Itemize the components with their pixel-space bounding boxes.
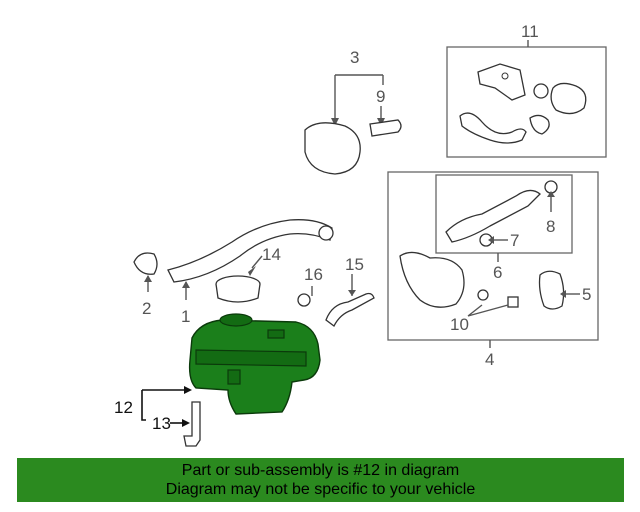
part-3-leader [334, 74, 384, 120]
part-11-group: 11 [446, 22, 607, 158]
part-2-arrow [144, 275, 152, 282]
part-6-pipe [445, 189, 541, 243]
part-11-clamp [529, 114, 550, 135]
part-4-group: 4 6 8 7 10 5 [387, 171, 599, 369]
part-3-housing [304, 122, 361, 175]
part-13-sensor [183, 401, 201, 447]
part-9-fitting [369, 119, 402, 137]
part-6-frame [435, 174, 573, 254]
part-4-frame [387, 171, 599, 341]
callout-15[interactable]: 15 [345, 255, 364, 274]
part-2-clamp [133, 252, 158, 275]
part-14-16-15-group: 14 16 15 [215, 245, 375, 327]
part-12-arrow [184, 386, 192, 394]
callout-14[interactable]: 14 [262, 245, 281, 264]
callout-2[interactable]: 2 [142, 299, 151, 318]
callout-16[interactable]: 16 [304, 265, 323, 284]
parts-diagram: 11 3 9 4 6 8 7 10 [114, 22, 607, 447]
part-15-arrow [348, 290, 356, 296]
part-1-hose [167, 219, 333, 283]
callout-10[interactable]: 10 [450, 315, 469, 334]
part-10-bolt [507, 296, 519, 308]
footer-line-1: Part or sub-assembly is #12 in diagram [181, 462, 460, 479]
part-3-9-group: 3 9 [304, 48, 402, 175]
callout-7[interactable]: 7 [510, 231, 519, 250]
footer-line-2: Diagram may not be specific to your vehi… [165, 481, 476, 498]
part-3-arrow [331, 118, 339, 126]
callout-1[interactable]: 1 [181, 307, 190, 326]
callout-8[interactable]: 8 [546, 217, 555, 236]
part-13-arrow [182, 419, 190, 427]
part-12-leader [141, 389, 190, 421]
callout-11[interactable]: 11 [521, 22, 539, 41]
part-14-leader [251, 255, 263, 269]
reservoir-seam [195, 349, 307, 367]
part-11-hose [459, 112, 527, 144]
part-14-arrow [248, 266, 256, 276]
part-15-pipe [325, 292, 375, 327]
callout-12[interactable]: 12 [114, 398, 133, 417]
part-11-pump [550, 82, 587, 115]
part-16-plug [297, 293, 311, 307]
part-8-arrow [547, 191, 555, 197]
part-10-leader [467, 304, 509, 317]
part-1-2-group: 1 2 [133, 219, 334, 326]
reservoir-filler-neck [219, 313, 253, 327]
part-5-gasket [538, 270, 565, 310]
part-11-frame [446, 46, 607, 158]
part-13-body [183, 401, 201, 447]
part-1-hose-end [318, 225, 334, 241]
part-7-arrow [488, 236, 494, 244]
part-10-oring [477, 289, 489, 301]
callout-9[interactable]: 9 [376, 87, 385, 106]
callout-5[interactable]: 5 [582, 285, 591, 304]
part-12-reservoir[interactable] [188, 313, 321, 415]
footer-banner: Part or sub-assembly is #12 in diagram D… [17, 458, 624, 502]
reservoir-mount [227, 369, 241, 385]
reservoir-body [188, 319, 321, 415]
callout-13[interactable]: 13 [152, 414, 171, 433]
callout-6[interactable]: 6 [493, 263, 502, 282]
part-14-cap-body [215, 283, 261, 303]
callout-3[interactable]: 3 [350, 48, 359, 67]
callout-4[interactable]: 4 [485, 350, 494, 369]
reservoir-port [267, 329, 285, 339]
callouts-12-13: 12 13 [114, 386, 192, 433]
part-11-bolt-hole [501, 72, 509, 80]
part-11-bracket [477, 63, 526, 101]
part-4-housing [399, 251, 465, 308]
part-5-arrow [560, 290, 566, 298]
part-11-oring [533, 83, 549, 99]
part-1-arrow [182, 281, 190, 288]
